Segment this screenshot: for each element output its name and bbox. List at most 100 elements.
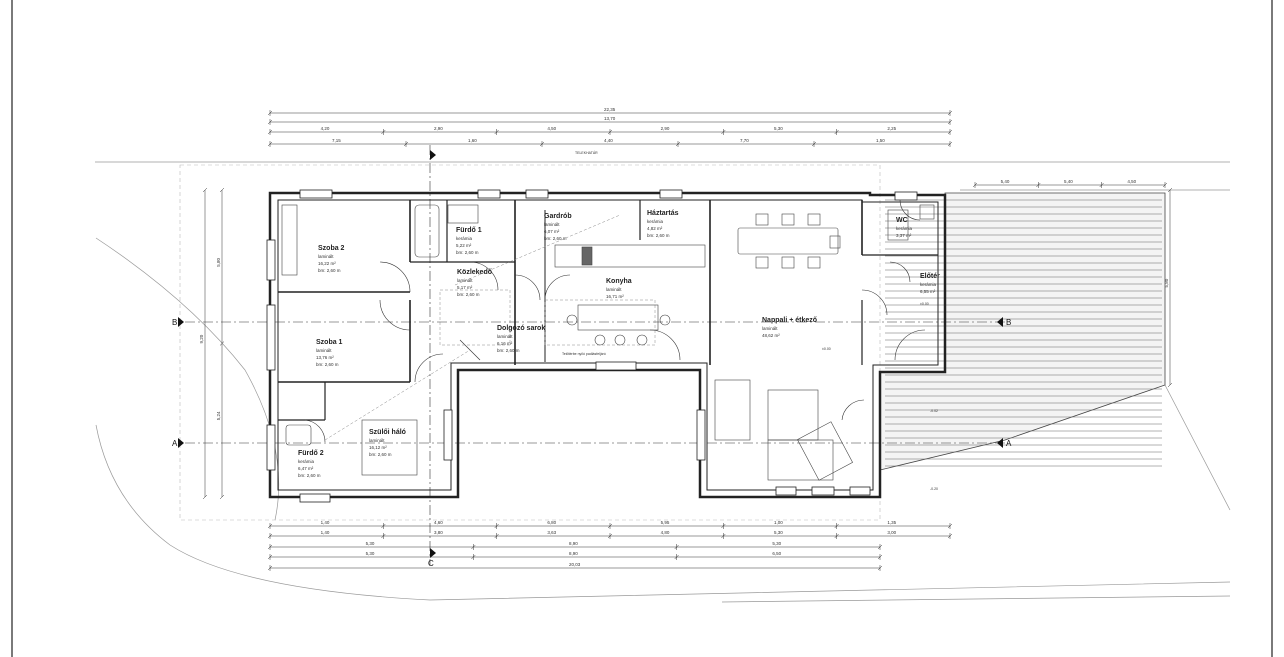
dimension-bottom-row3: 5,30: [772, 541, 781, 546]
room-detail: 16,12 m²: [369, 445, 387, 450]
dimension-bottom-row2: 4,80: [661, 530, 670, 535]
room-detail: bm: 2,60 m: [497, 348, 520, 353]
room-detail: laminált: [316, 348, 332, 353]
dimension-lines: [202, 110, 1173, 571]
building-walls: [268, 191, 947, 499]
dimension-bottom-row2: 3,80: [434, 530, 443, 535]
dimension-terrace: 5,40: [1001, 179, 1010, 184]
room-detail: 13,76 m²: [316, 355, 334, 360]
dimension-bottom-row2: 5,30: [774, 530, 783, 535]
room-detail: laminált: [318, 254, 334, 259]
room-name: Szoba 1: [316, 339, 343, 346]
dimension-top-row2: 4,20: [321, 126, 330, 131]
room-detail: kerámia: [298, 459, 315, 464]
building-setback: [179, 164, 881, 521]
room-detail: kerámia: [647, 219, 664, 224]
room-name: Konyha: [606, 278, 632, 285]
room-detail: 16,22 m²: [318, 261, 336, 266]
axis-lines: [185, 145, 1005, 565]
room-detail: kerámia: [896, 226, 913, 231]
room-detail: laminált: [544, 222, 560, 227]
room-detail: 48,62 m²: [762, 333, 780, 338]
dimension-top-row3: 4,40: [604, 138, 613, 143]
axis-b-right-label: B: [1006, 318, 1011, 327]
room-name: Háztartás: [647, 210, 679, 217]
terrace-decking: [879, 192, 1166, 471]
site-boundary-label: TELEKHATÁR: [575, 151, 598, 155]
dimension-side-b: 5,24: [216, 411, 221, 420]
dimension-bottom-row1: 5,95: [661, 520, 670, 525]
room-detail: 6,47 m²: [298, 466, 314, 471]
room-name: Előtér: [920, 273, 940, 280]
dimension-terrace: 5,40: [1064, 179, 1073, 184]
dimension-top-total: 22,35: [604, 107, 616, 112]
dimension-bottom-row2: 3,00: [887, 530, 896, 535]
room-detail: bm: 2,60 m: [316, 362, 339, 367]
room-detail: 4,82 m²: [647, 226, 663, 231]
dimension-bottom-row4: 5,30: [366, 551, 375, 556]
room-detail: bm: 2,60 m: [298, 473, 321, 478]
furniture: [281, 204, 935, 481]
axis-a-right-label: A: [1006, 439, 1012, 448]
room-detail: kerámia: [920, 282, 937, 287]
doors: [304, 199, 926, 443]
room-detail: 5,22 m²: [456, 243, 472, 248]
axis-a-left-label: A: [172, 439, 178, 448]
room-detail: bm: 2,60 m: [457, 292, 480, 297]
level-note-living: ±0.00: [822, 347, 831, 351]
dimension-bottom-row3: 8,90: [569, 541, 578, 546]
room-name: Fürdő 2: [298, 450, 324, 457]
dimension-top-row3: 1,50: [876, 138, 885, 143]
axis-markers: B A B A C: [172, 150, 1012, 568]
room-detail: laminált: [762, 326, 778, 331]
dimension-bottom-row1: 1,35: [887, 520, 896, 525]
room-detail: 16,71 m²: [606, 294, 624, 299]
axis-b-left-label: B: [172, 318, 177, 327]
room-detail: bm: 2,60 m: [647, 233, 670, 238]
room-detail: bm: 2,60 m: [369, 452, 392, 457]
room-detail: 6,16 m²: [497, 341, 513, 346]
dimension-bottom-row1: 6,80: [547, 520, 556, 525]
dimension-bottom-row4: 8,90: [569, 551, 578, 556]
dimension-top-row2: 2,25: [887, 126, 896, 131]
room-detail: 6,55 m²: [920, 289, 936, 294]
room-detail: laminált: [457, 278, 473, 283]
level-note-lower: -0.02: [930, 409, 938, 413]
dimension-terrace: 4,50: [1127, 179, 1136, 184]
dimension-top-row2: 2,90: [661, 126, 670, 131]
room-name: Gardrób: [544, 213, 572, 220]
room-detail: 5,17 m²: [457, 285, 473, 290]
level-note-outer: -0.20: [930, 487, 938, 491]
room-detail: bm: 2,60 m: [544, 236, 567, 241]
dimension-terrace-side: 5,80: [1164, 278, 1169, 287]
dimension-top-mid: 13,70: [604, 116, 616, 121]
dimension-bottom-row3: 5,30: [366, 541, 375, 546]
room-name: Szülői háló: [369, 429, 406, 436]
level-note-hall: ±0.00: [920, 302, 929, 306]
dimension-side-b: 5,80: [216, 257, 221, 266]
dimension-side-a: 9,20: [199, 334, 204, 343]
room-name: Dolgozó sarok: [497, 325, 545, 332]
room-name: Fürdő 1: [456, 227, 482, 234]
room-name: Nappali + étkező: [762, 317, 817, 324]
room-detail: kerámia: [456, 236, 473, 241]
room-detail: bm: 2,60 m: [318, 268, 341, 273]
room-detail: 6,07 m²: [544, 229, 560, 234]
room-detail: laminált: [497, 334, 513, 339]
axis-c-label: C: [428, 559, 434, 568]
room-name: WC: [896, 217, 908, 224]
dimension-top-row3: 7,70: [740, 138, 749, 143]
dimension-top-row2: 4,50: [547, 126, 556, 131]
dimension-bottom-row1: 1,00: [774, 520, 783, 525]
dimension-texts: 22,35 13,70 4,20 2,90 4,50 2,90 5,30 2,25 7,15 1,…: [199, 107, 1169, 567]
room-detail: laminált: [606, 287, 622, 292]
dimension-top-row2: 2,90: [434, 126, 443, 131]
dimension-top-row3: 7,15: [332, 138, 341, 143]
room-detail: laminált: [369, 438, 385, 443]
attic-access-note: Tetőtérbe nyíló padlásfeljáró: [562, 352, 606, 356]
dimension-bottom-row2: 1,40: [321, 530, 330, 535]
dimension-top-row3: 1,60: [468, 138, 477, 143]
